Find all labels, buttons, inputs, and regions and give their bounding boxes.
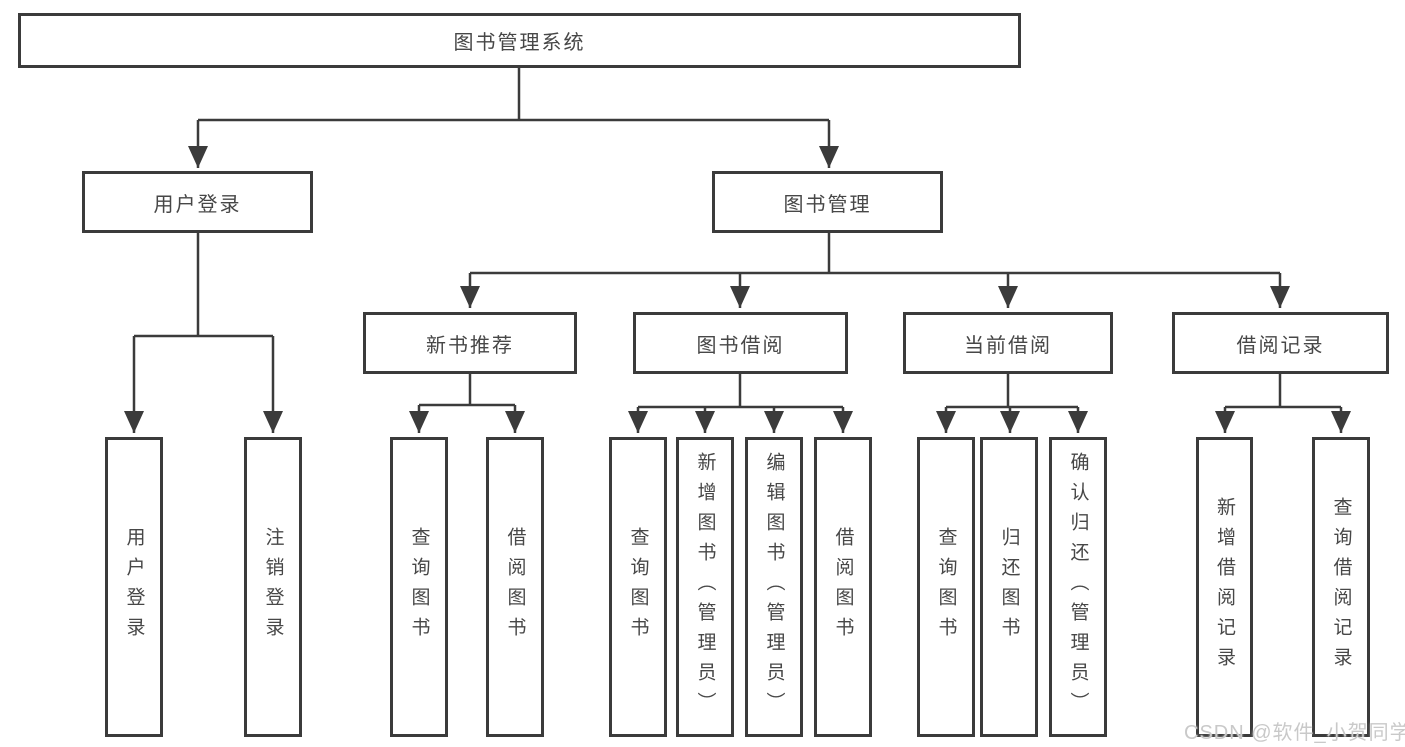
leaf-record-add: 新增借阅记录 [1196, 437, 1253, 737]
node-label: 新书推荐 [426, 334, 514, 357]
node-label: 用户登录 [153, 193, 242, 216]
node-label: 用户登录 [123, 527, 145, 647]
node-label: 查询图书 [408, 527, 430, 647]
node-label: 查询图书 [935, 527, 957, 647]
node-label: 当前借阅 [964, 334, 1052, 357]
leaf-borrow-add-books-admin: 新增图书（管理员） [676, 437, 734, 737]
node-new-book-recommend: 新书推荐 [363, 312, 577, 374]
connector-line [134, 68, 1341, 409]
leaf-rec-borrow-books: 借阅图书 [486, 437, 544, 737]
node-label: 确认归还（管理员） [1067, 452, 1089, 722]
csdn-watermark: CSDN @软件_小贺同学 [1184, 722, 1405, 744]
node-book-management: 图书管理 [712, 171, 943, 233]
leaf-borrow-query-books: 查询图书 [609, 437, 667, 737]
leaf-current-return-books: 归还图书 [980, 437, 1038, 737]
leaf-borrow-lend-books: 借阅图书 [814, 437, 872, 737]
leaf-current-query-books: 查询图书 [917, 437, 975, 737]
node-label: 查询借阅记录 [1330, 497, 1352, 677]
node-label: 图书管理系统 [453, 32, 586, 54]
leaf-borrow-edit-books-admin: 编辑图书（管理员） [745, 437, 803, 737]
leaf-rec-query-books: 查询图书 [390, 437, 448, 737]
node-book-borrowing: 图书借阅 [633, 312, 848, 374]
node-user-login: 用户登录 [82, 171, 313, 233]
node-label: 新增借阅记录 [1214, 497, 1235, 677]
leaf-logout: 注销登录 [244, 437, 302, 737]
node-library-system: 图书管理系统 [18, 13, 1021, 68]
node-label: 编辑图书（管理员） [763, 452, 785, 722]
node-label: 归还图书 [998, 527, 1020, 647]
node-borrowing-records: 借阅记录 [1172, 312, 1389, 374]
node-label: 注销登录 [262, 527, 284, 647]
leaf-current-confirm-return-admin: 确认归还（管理员） [1049, 437, 1107, 737]
leaf-user-login: 用户登录 [105, 437, 163, 737]
node-label: 借阅记录 [1236, 334, 1325, 357]
node-label: 借阅图书 [832, 527, 854, 647]
node-label: 图书管理 [783, 193, 872, 216]
node-label: 借阅图书 [504, 527, 526, 647]
node-label: 新增图书（管理员） [694, 452, 716, 722]
node-label: 查询图书 [627, 527, 649, 647]
node-label: 图书借阅 [696, 334, 785, 357]
node-current-borrowing: 当前借阅 [903, 312, 1113, 374]
leaf-record-query: 查询借阅记录 [1312, 437, 1370, 737]
